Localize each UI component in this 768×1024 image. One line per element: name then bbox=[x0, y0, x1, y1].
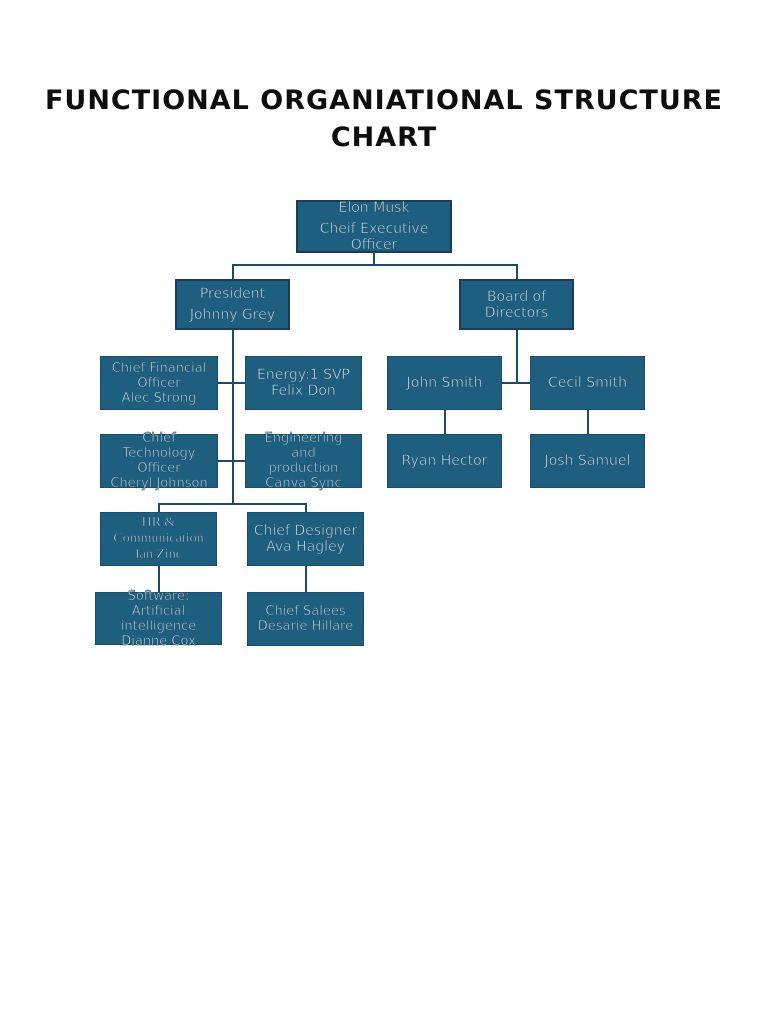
connector-president-drop bbox=[232, 264, 234, 279]
org-node-ceo-role-line1: Cheif Executive bbox=[319, 221, 429, 238]
org-node-president: President Johnny Grey bbox=[175, 279, 290, 330]
org-node-cto-name: Cheryl Johnson bbox=[110, 476, 208, 492]
org-node-hr-name: Ian Zinc bbox=[134, 547, 183, 563]
connector-president-trunk bbox=[232, 330, 234, 504]
org-node-engineering: Engineering and production Canva Sync bbox=[245, 431, 362, 492]
org-node-software-line1: Software: bbox=[127, 588, 190, 604]
connector-john-cecil-tie bbox=[502, 382, 530, 384]
org-node-hr-line1: HR & bbox=[141, 515, 176, 531]
org-node-designer-name: Ava Hagley bbox=[266, 539, 346, 556]
org-node-energy-role: Energy:1 SVP bbox=[257, 367, 351, 384]
org-node-hr-communication: HR & Communication Ian Zinc bbox=[100, 512, 217, 566]
org-node-sales-name: Desarie Hillare bbox=[257, 619, 354, 635]
org-node-president-role: President bbox=[199, 286, 266, 303]
org-node-ceo-role-line2: Officer bbox=[350, 237, 398, 254]
org-node-cecil-name: Cecil Smith bbox=[547, 375, 628, 392]
connector-top-horizontal bbox=[232, 264, 518, 266]
org-node-software-name: Dianne Cox bbox=[121, 633, 196, 649]
connector-board-drop bbox=[516, 264, 518, 279]
connector-row4-stub bbox=[218, 460, 245, 462]
connector-ceo-stub bbox=[373, 253, 375, 265]
org-node-chief-designer: Chief Designer Ava Hagley bbox=[247, 512, 364, 566]
org-node-cto: Chief Technology Officer Cheryl Johnson bbox=[100, 431, 218, 492]
org-node-board-line2: Directors bbox=[484, 304, 549, 321]
org-node-cfo: Chief Financial Officer Alec Strong bbox=[100, 356, 218, 410]
connector-hr-to-software bbox=[158, 566, 160, 592]
org-node-john-smith: John Smith bbox=[387, 356, 502, 410]
chart-title-line2: STRUCTURE CHART bbox=[330, 85, 724, 153]
org-node-cfo-line2: Officer bbox=[137, 375, 181, 391]
org-node-board-of-directors: Board of Directors bbox=[459, 279, 574, 330]
org-node-hr-line2: Communication bbox=[113, 531, 204, 547]
org-node-sales-role: Chief Salees bbox=[265, 604, 346, 620]
org-node-cto-line3: Officer bbox=[137, 461, 181, 477]
org-node-board-line1: Board of bbox=[486, 288, 547, 305]
org-node-cto-line1: Chief bbox=[142, 431, 176, 447]
chart-title: FUNCTIONAL ORGANIATIONAL STRUCTURE CHART bbox=[0, 82, 768, 156]
org-node-chief-sales: Chief Salees Desarie Hillare bbox=[247, 592, 364, 646]
org-node-engineering-line2: and bbox=[291, 446, 316, 462]
org-node-engineering-name: Canva Sync bbox=[265, 476, 342, 492]
org-node-software-line2: Artificial bbox=[131, 603, 186, 619]
connector-branch-horizontal bbox=[158, 503, 307, 505]
org-node-engineering-line3: production bbox=[268, 461, 339, 477]
connector-branch-left-drop bbox=[158, 503, 160, 512]
org-node-software-line3: intelligence bbox=[120, 618, 197, 634]
connector-john-to-ryan bbox=[444, 410, 446, 434]
org-node-ryan-name: Ryan Hector bbox=[401, 453, 488, 470]
org-node-cecil-smith: Cecil Smith bbox=[530, 356, 645, 410]
connector-row3-stub bbox=[218, 382, 245, 384]
org-node-software-ai: Software: Artificial intelligence Dianne… bbox=[95, 588, 222, 649]
org-node-josh-samuel: Josh Samuel bbox=[530, 434, 645, 488]
org-node-energy-name: Felix Don bbox=[271, 383, 336, 400]
org-node-ceo-name: Elon Musk bbox=[338, 200, 410, 217]
org-node-engineering-line1: Engineering bbox=[264, 431, 343, 447]
org-node-ryan-hector: Ryan Hector bbox=[387, 434, 502, 488]
org-node-cto-line2: Technology bbox=[122, 446, 196, 462]
org-node-designer-role: Chief Designer bbox=[253, 523, 358, 540]
connector-designer-to-sales bbox=[305, 566, 307, 592]
org-node-josh-name: Josh Samuel bbox=[544, 453, 631, 470]
connector-cecil-to-josh bbox=[587, 410, 589, 434]
org-node-john-name: John Smith bbox=[406, 375, 483, 392]
connector-branch-right-drop bbox=[305, 503, 307, 512]
org-node-ceo: Elon Musk Cheif Executive Officer bbox=[296, 200, 452, 253]
org-node-president-name: Johnny Grey bbox=[189, 307, 276, 324]
org-node-cfo-name: Alec Strong bbox=[121, 390, 197, 406]
chart-title-line1: FUNCTIONAL ORGANIATIONAL bbox=[44, 85, 524, 116]
org-node-energy-svp: Energy:1 SVP Felix Don bbox=[245, 356, 362, 410]
org-node-cfo-line1: Chief Financial bbox=[111, 360, 207, 376]
connector-board-trunk bbox=[516, 330, 518, 383]
